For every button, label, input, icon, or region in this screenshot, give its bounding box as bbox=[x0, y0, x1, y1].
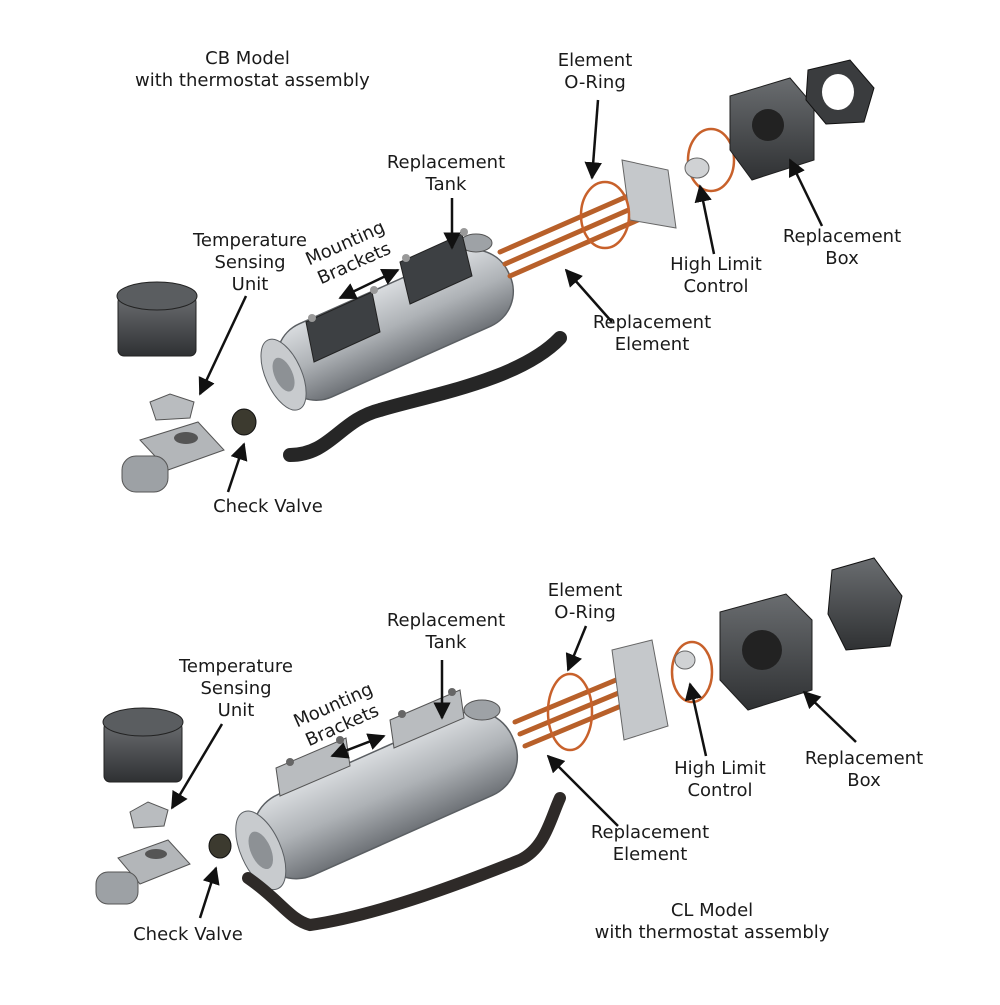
cb-arrow-sensing bbox=[198, 295, 248, 396]
cb-replacement-box bbox=[729, 77, 815, 181]
cl-label-check-valve: Check Valve bbox=[133, 924, 243, 945]
cl-replacement-box bbox=[719, 593, 813, 711]
cb-high-limit-control bbox=[684, 157, 710, 179]
cl-tank-port bbox=[463, 699, 501, 721]
cl-replacement-tank bbox=[235, 710, 519, 891]
cb-arrow-box bbox=[788, 158, 824, 227]
cl-arrow-box bbox=[802, 690, 857, 743]
cb-arrow-brackets bbox=[338, 268, 400, 300]
cl-check-valve bbox=[208, 833, 232, 859]
cl-arrow-brackets bbox=[330, 733, 386, 759]
cl-arrow-sensing bbox=[170, 723, 224, 810]
cl-temperature-sensing-unit bbox=[129, 801, 169, 829]
cl-tee-fitting bbox=[95, 839, 191, 905]
cb-tee-fitting bbox=[121, 421, 225, 493]
cl-element-flange bbox=[611, 639, 669, 741]
cl-hose bbox=[242, 792, 566, 932]
cb-label-check-valve: Check Valve bbox=[213, 496, 323, 517]
cl-arrow-high-limit bbox=[684, 682, 708, 757]
cl-high-limit-control bbox=[674, 650, 696, 670]
cb-temperature-sensing-unit bbox=[149, 393, 195, 421]
cb-mounting-bracket-right bbox=[399, 228, 473, 305]
cb-arrow-high-limit bbox=[694, 184, 716, 255]
cl-high-limit-oring bbox=[670, 640, 714, 704]
cb-arrow-check-valve bbox=[226, 442, 248, 493]
cb-replacement-tank bbox=[260, 249, 515, 411]
cl-arrow-oring bbox=[565, 625, 588, 672]
cb-hose bbox=[283, 331, 567, 462]
cb-element-oring bbox=[579, 180, 631, 250]
cb-assembly bbox=[116, 59, 875, 493]
cb-replacement-element bbox=[497, 193, 641, 279]
cb-arrow-oring bbox=[584, 99, 602, 180]
cl-arrow-element bbox=[546, 754, 619, 827]
cl-thermostat-box bbox=[102, 707, 184, 783]
cl-arrow-check-valve bbox=[198, 866, 220, 919]
cl-element-oring bbox=[546, 672, 594, 752]
cl-box-lid bbox=[827, 557, 903, 651]
cb-thermostat-box bbox=[116, 281, 198, 357]
cb-arrow-element bbox=[564, 268, 613, 323]
cl-assembly bbox=[95, 557, 903, 932]
cb-check-valve bbox=[231, 408, 257, 436]
cb-box-gasket bbox=[805, 59, 875, 125]
